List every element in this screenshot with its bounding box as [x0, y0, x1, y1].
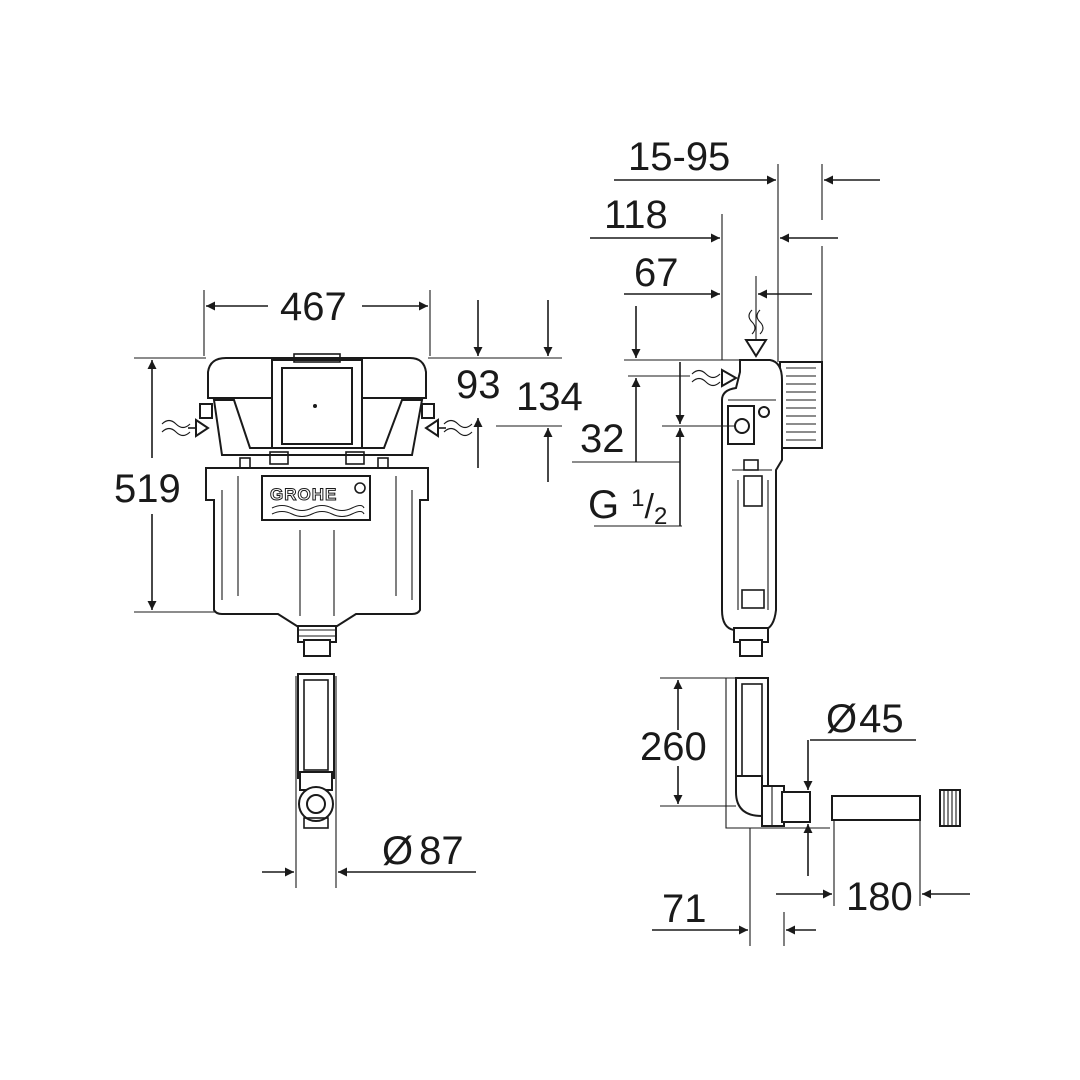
dim-32: 32	[572, 306, 740, 463]
dim-134-label: 134	[516, 375, 583, 419]
dim-71-label: 71	[662, 887, 707, 931]
dim-118: 118	[590, 193, 838, 362]
dim-32-label: 32	[580, 417, 625, 461]
grohe-logo: GROHE	[270, 485, 337, 504]
front-flush-pipe	[295, 673, 337, 888]
water-inlet-icon	[161, 418, 473, 438]
dim-93-134: 93 134	[428, 300, 583, 482]
water-inlet-side-icon	[691, 368, 739, 388]
front-cistern: GROHE	[199, 353, 435, 657]
dim-260-label: 260	[640, 725, 707, 769]
dim-front-width: 467	[203, 285, 431, 356]
dim-67: 67	[624, 251, 812, 340]
side-cistern	[721, 359, 823, 657]
side-flush-pipe	[725, 677, 961, 829]
dim-diameter-45: Ø45	[803, 697, 916, 876]
dim-519-label: 519	[114, 467, 181, 511]
diameter-45-label: Ø45	[826, 697, 904, 741]
dim-front-height: 519	[114, 357, 216, 613]
dim-467-label: 467	[280, 285, 347, 329]
dim-67-label: 67	[634, 251, 679, 295]
dim-260: 260	[640, 677, 736, 807]
dim-118-label: 118	[604, 193, 668, 237]
dim-180-label: 180	[846, 875, 913, 919]
dim-15-95: 15-95	[614, 135, 880, 362]
dim-93-label: 93	[456, 363, 501, 407]
dim-15-95-label: 15-95	[628, 135, 730, 179]
dim-180: 180	[776, 820, 970, 919]
dim-71: 71	[652, 828, 816, 946]
